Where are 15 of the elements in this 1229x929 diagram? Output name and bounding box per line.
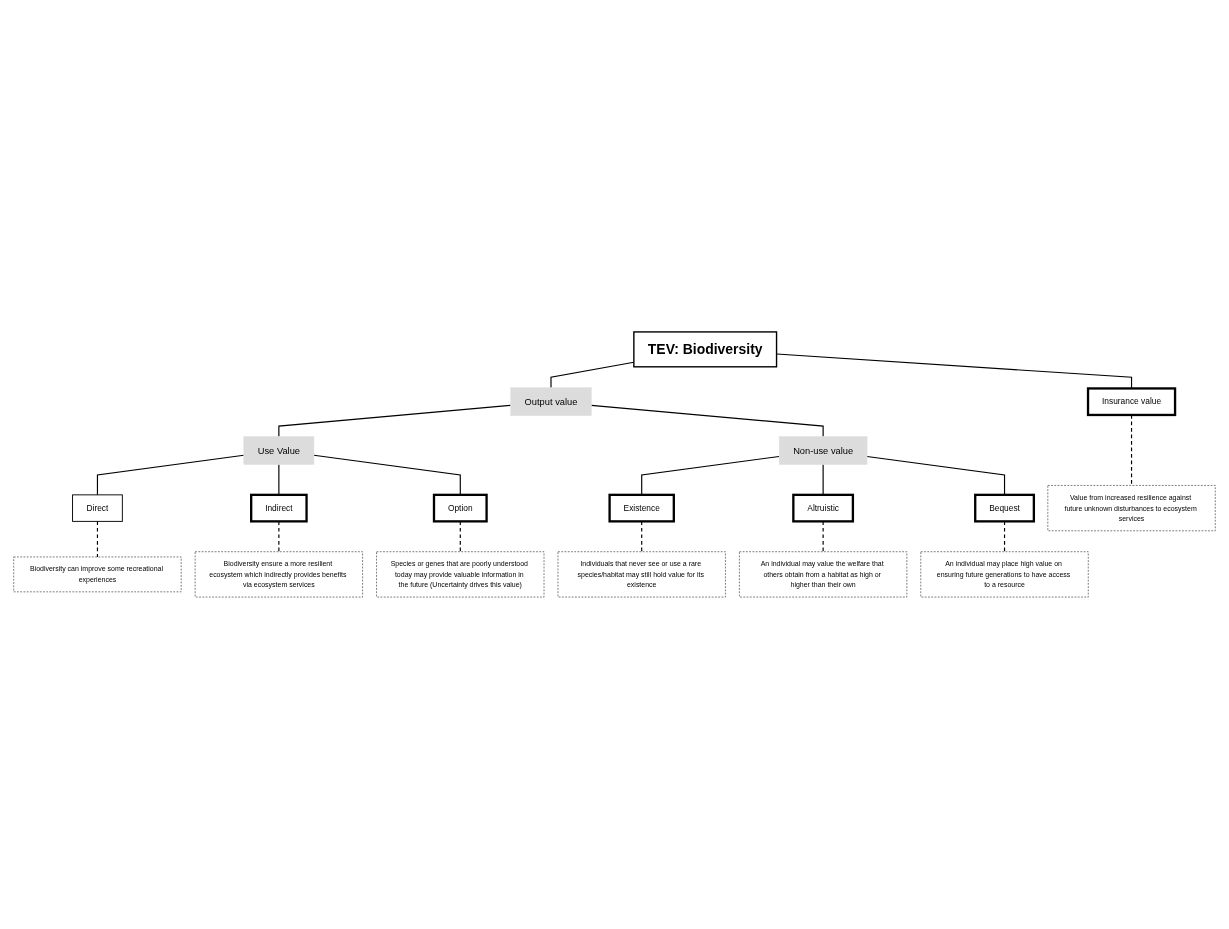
node-box: Insurance value [1086,387,1177,417]
connector [96,454,245,496]
node-box: Option [432,493,488,523]
node-box: Direct [72,494,123,522]
node-box: Altruistic [792,493,855,523]
connector [590,404,824,438]
node-box: Indirect [250,493,308,523]
node-box: Non-use value [778,436,868,465]
connector [278,404,512,438]
node-box: Existence [608,493,675,523]
node-box: TEV: Biodiversity [633,331,778,368]
node-box: Use Value [243,436,315,465]
node-box: Bequest [974,493,1036,523]
connector [96,520,99,558]
node-box: Output value [510,387,592,416]
